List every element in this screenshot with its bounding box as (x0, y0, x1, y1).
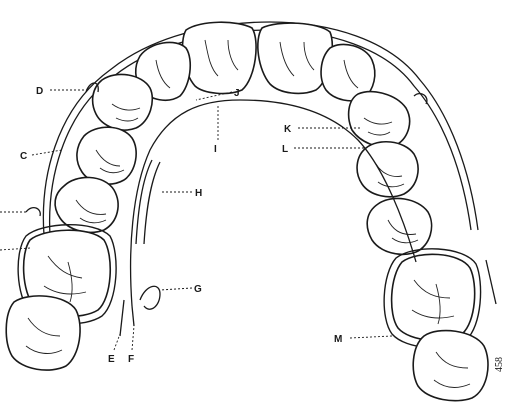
label-g: G (194, 284, 202, 295)
label-j: J (234, 88, 240, 99)
label-f: F (128, 354, 134, 365)
molar-upper-right-2 (413, 331, 488, 401)
premolar-upper-left-1 (77, 127, 136, 184)
label-l: L (282, 144, 288, 155)
label-k: K (284, 124, 292, 135)
artist-signature: 458 (494, 357, 505, 372)
premolar-upper-right-2 (367, 198, 431, 254)
buccal-tube-right (486, 260, 496, 304)
spring-g (140, 286, 160, 309)
incisor-upper-right-central (258, 23, 332, 93)
label-e: E (108, 354, 115, 365)
premolar-upper-left-2 (55, 177, 118, 232)
leader-e (114, 334, 120, 350)
leader-g (160, 288, 192, 290)
molar-upper-left-2 (6, 296, 80, 370)
lingual-wire-end-e (120, 300, 124, 336)
leader-f (132, 326, 134, 350)
canine-upper-left (93, 74, 153, 130)
label-m: M (334, 334, 342, 345)
lingual-bar-h (136, 160, 160, 244)
label-i: I (214, 144, 217, 155)
leader-c (32, 150, 62, 155)
canine-upper-right (349, 92, 410, 147)
label-h: H (195, 188, 202, 199)
label-c: C (20, 151, 27, 162)
lingual-wire-end-f (132, 306, 134, 326)
leader-m (350, 336, 392, 338)
incisor-upper-left-central (183, 22, 257, 93)
hook-left-molar (26, 208, 40, 216)
label-d: D (36, 86, 43, 97)
